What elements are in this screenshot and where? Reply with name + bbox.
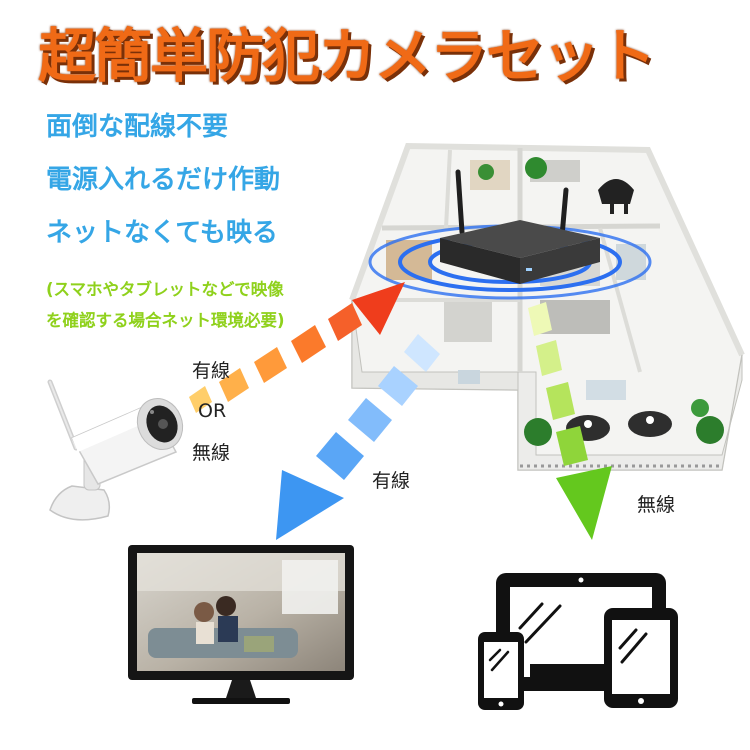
arrow-camera-to-nvr bbox=[189, 282, 405, 413]
feature-no-internet: ネットなくても映る bbox=[46, 218, 278, 248]
device-group bbox=[478, 573, 678, 710]
smartphone-icon bbox=[478, 632, 524, 710]
tablet-icon bbox=[604, 608, 678, 708]
nvr-recorder-icon bbox=[368, 169, 652, 300]
camera-link-wireless: 無線 bbox=[192, 442, 231, 464]
note-line-1: (スマホやタブレットなどで映像 bbox=[46, 280, 284, 299]
device-link-label: 無線 bbox=[637, 494, 676, 516]
feature-no-wiring: 面倒な配線不要 bbox=[46, 112, 229, 142]
monitor-icon bbox=[128, 545, 354, 704]
tv-link-label: 有線 bbox=[372, 470, 411, 492]
camera-link-wired: 有線 bbox=[192, 360, 231, 382]
headline: 超簡単防犯カメラセット bbox=[38, 22, 656, 90]
camera-link-or: OR bbox=[198, 400, 227, 422]
security-camera-icon bbox=[47, 379, 184, 521]
note-line-2: を確認する場合ネット環境必要) bbox=[46, 311, 285, 330]
feature-power-on: 電源入れるだけ作動 bbox=[46, 165, 281, 195]
arrow-nvr-to-tv bbox=[276, 334, 440, 540]
arrow-nvr-to-devices bbox=[528, 302, 612, 540]
